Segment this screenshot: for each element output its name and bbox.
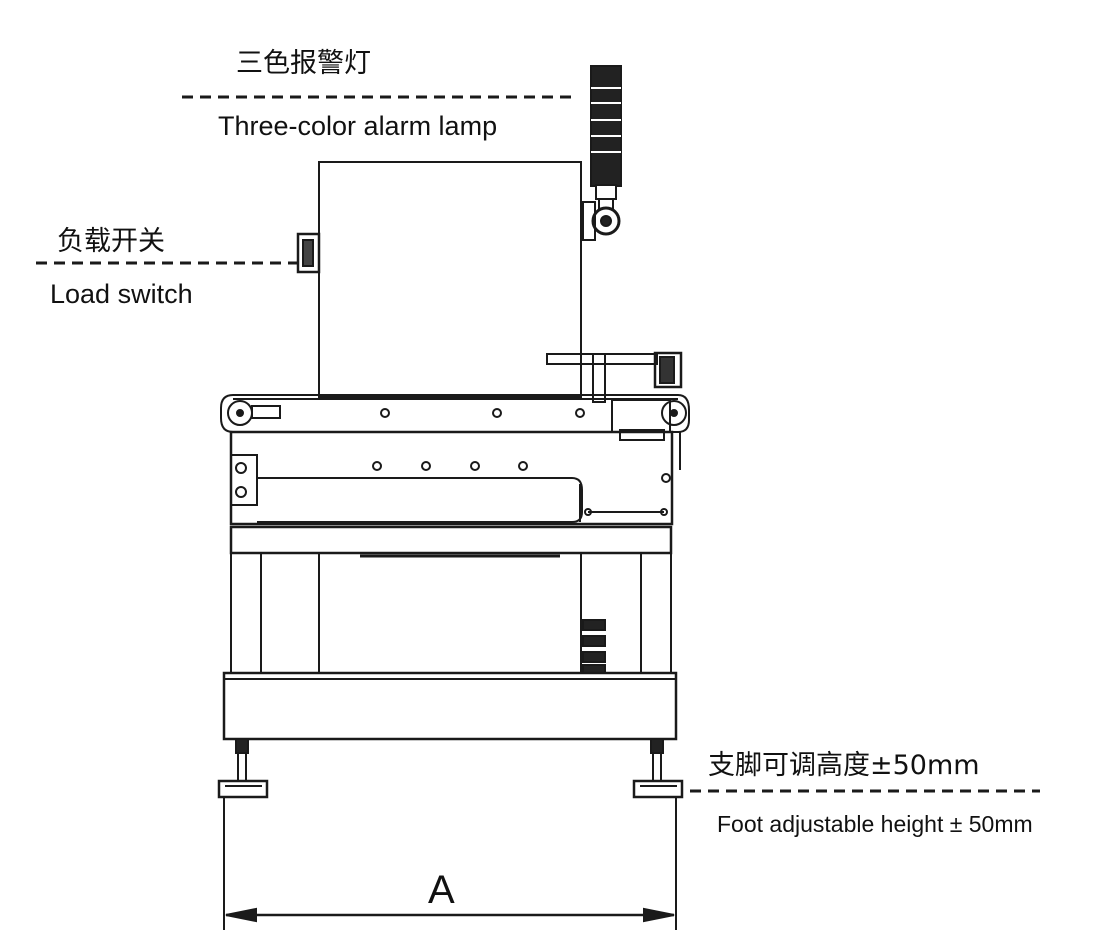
adjustable-foot-left <box>217 738 269 799</box>
foot-label-cn: 支脚可调高度±50mm <box>708 750 980 781</box>
sensor-bracket <box>546 351 683 403</box>
load-switch-label-cn: 负载开关 <box>57 226 165 257</box>
alarm-lamp-label-cn: 三色报警灯 <box>236 48 371 79</box>
alarm-lamp-tower <box>582 65 622 241</box>
terminal-blocks <box>582 619 606 674</box>
load-switch-label-en: Load switch <box>50 279 193 309</box>
base-frame <box>222 671 678 741</box>
upper-cabinet <box>318 161 582 398</box>
conveyor-frame <box>229 430 681 526</box>
alarm-lamp-label-en: Three-color alarm lamp <box>218 111 498 141</box>
dimension-label-a: A <box>428 868 455 912</box>
adjustable-foot-right <box>632 738 684 799</box>
table-plate <box>229 525 673 555</box>
load-switch <box>296 232 321 274</box>
dimension-line-a <box>223 797 677 930</box>
foot-label-en: Foot adjustable height ± 50mm <box>717 811 1033 837</box>
